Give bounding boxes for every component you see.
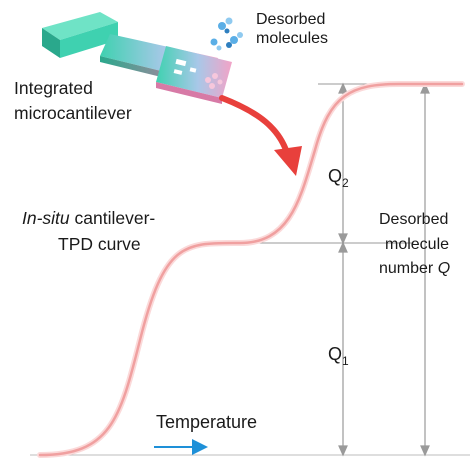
molecule-cluster-icon xyxy=(210,17,243,51)
microcantilever-icon xyxy=(42,12,232,104)
desorbed-molecule-number-label: Desorbed molecule number Q xyxy=(379,211,453,277)
desorbed-molecules-label: Desorbed molecules xyxy=(256,11,330,47)
tpd-curve xyxy=(38,82,464,457)
total-q-measure-arrow xyxy=(420,82,430,457)
q1-measure-arrow xyxy=(338,241,348,457)
q2-label: Q2 xyxy=(328,166,349,190)
integrated-cantilever-label: Integrated microcantilever xyxy=(14,78,132,123)
temperature-label: Temperature xyxy=(156,412,257,432)
q1-label: Q1 xyxy=(328,344,349,368)
tpd-curve-label: In-situ cantilever- TPD curve xyxy=(22,208,160,254)
q2-measure-arrow xyxy=(338,82,348,245)
red-curved-arrow xyxy=(219,95,302,176)
